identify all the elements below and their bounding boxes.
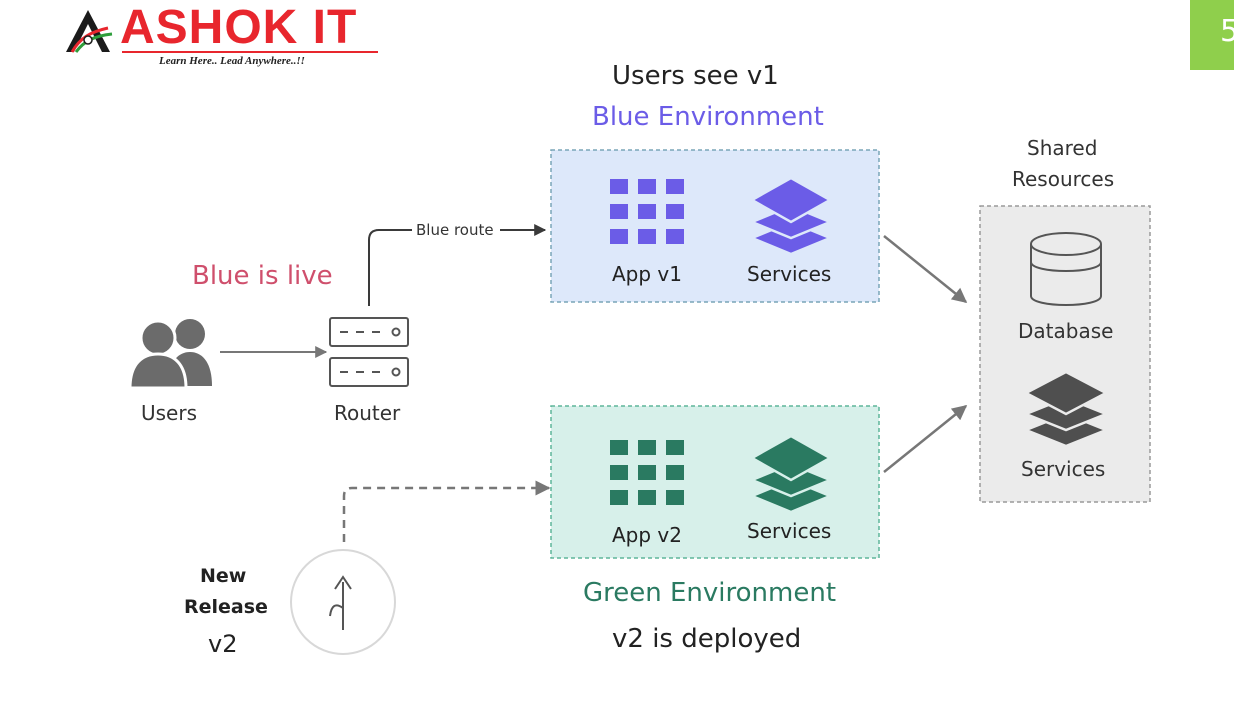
- shared-services-label: Services: [1021, 457, 1106, 481]
- app-v1-grid-icon: [610, 179, 684, 244]
- blue-environment-title: Blue Environment: [592, 102, 824, 132]
- shared-title-line1: Shared: [1027, 136, 1098, 160]
- green-to-shared-arrow: [883, 405, 968, 473]
- users-label: Users: [141, 401, 198, 425]
- green-services-layers-icon: [748, 434, 834, 514]
- blue-to-shared-arrow: [883, 235, 968, 303]
- green-services-label: Services: [747, 519, 832, 543]
- users-icon: [128, 319, 212, 390]
- green-environment-title: Green Environment: [583, 578, 837, 608]
- slide-number-badge: 5: [1190, 0, 1234, 70]
- logo-underline: [122, 51, 378, 53]
- v2-deployed-label: v2 is deployed: [612, 624, 802, 654]
- blue-route-label: Blue route: [416, 221, 494, 239]
- slide-number: 5: [1220, 14, 1234, 49]
- shared-services-layers-icon: [1022, 370, 1110, 448]
- app-v2-label: App v2: [612, 523, 682, 547]
- users-see-label: Users see v1: [612, 61, 779, 91]
- app-v2-grid-icon: [610, 440, 684, 505]
- database-label: Database: [1018, 319, 1114, 343]
- blue-route-line-a: [368, 229, 412, 306]
- blue-environment-box: [550, 149, 880, 303]
- router-label: Router: [334, 401, 401, 425]
- release-dashed-path: [342, 480, 551, 542]
- database-icon: [1030, 232, 1102, 306]
- blue-services-layers-icon: [748, 176, 834, 256]
- release-line2: Release: [184, 596, 268, 618]
- logo-tagline: Learn Here.. Lead Anywhere..!!: [159, 55, 305, 67]
- router-icon: [329, 317, 409, 387]
- blue-is-live-label: Blue is live: [192, 261, 333, 291]
- logo-mark-icon: [66, 10, 113, 53]
- logo-brand: ASHOK IT: [120, 1, 358, 54]
- blue-services-label: Services: [747, 262, 832, 286]
- shared-title-line2: Resources: [1012, 167, 1115, 191]
- logo: ASHOK IT Learn Here.. Lead Anywhere..!!: [62, 1, 382, 70]
- release-arrow-icon: [290, 549, 396, 655]
- app-v1-label: App v1: [612, 262, 682, 286]
- release-line3: v2: [208, 630, 238, 658]
- release-line1: New: [200, 565, 247, 587]
